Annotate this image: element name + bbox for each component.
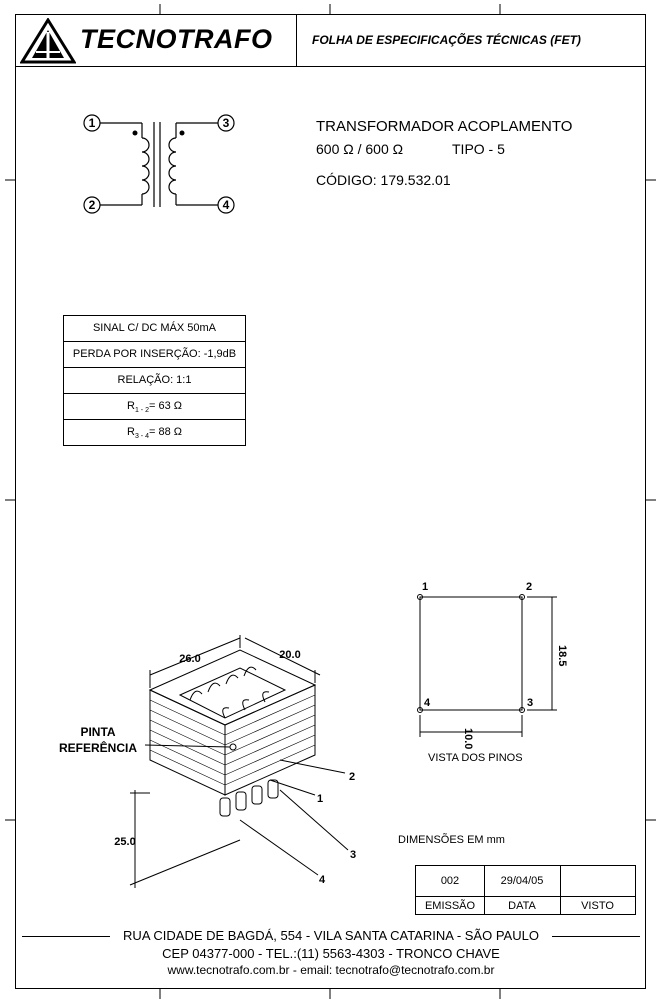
pinview-pin-3: 3: [527, 697, 533, 709]
product-code: CÓDIGO: 179.532.01: [316, 172, 451, 188]
date-value: 29/04/05: [500, 875, 544, 887]
schematic-pin-4: 4: [223, 198, 230, 212]
drawing-pin-1: 1: [317, 793, 323, 805]
r34-sub: 3 - 4: [134, 433, 149, 441]
date-label: DATA: [508, 900, 536, 912]
product-impedance: 600 Ω / 600 Ω: [316, 141, 404, 157]
spec-insertion-loss: PERDA POR INSERÇÃO: -1,9dB: [64, 342, 245, 368]
spec-r12: R1 - 2= 63 Ω: [64, 394, 245, 420]
schematic-pin-2: 2: [89, 198, 96, 212]
pinview-pin-4: 4: [424, 697, 431, 709]
spec-ratio: RELAÇÃO: 1:1: [64, 368, 245, 394]
emission-label: EMISSÃO: [424, 900, 476, 912]
pinview-caption: VISTA DOS PINOS: [428, 752, 523, 764]
header-divider: [15, 66, 646, 67]
product-name: TRANSFORMADOR ACOPLAMENTO: [316, 118, 573, 135]
transformer-schematic: 1 2 3 4: [83, 114, 235, 214]
r34-prefix: R: [127, 426, 135, 438]
schematic-pin-3: 3: [223, 116, 230, 130]
drawing-pin-3: 3: [350, 849, 356, 861]
r12-prefix: R: [127, 400, 135, 412]
footer-web: www.tecnotrafo.com.br - email: tecnotraf…: [167, 963, 495, 977]
header-vertical-divider: [296, 14, 297, 66]
spec-signal: SINAL C/ DC MÁX 50mA: [64, 316, 245, 342]
emission-value: 002: [440, 875, 460, 887]
pinview-dim-horizontal: 10.0: [462, 728, 474, 749]
pin-view: 1 2 3 4 18.5 10.0: [417, 581, 568, 749]
isometric-drawing: 26.0 20.0 25.0 PINTA REFERÊNCIA 1 2 3 4: [59, 635, 356, 888]
sheet-border: [15, 14, 646, 989]
footer-contact: CEP 04377-000 - TEL.:(11) 5563-4303 - TR…: [162, 946, 500, 961]
drawing-pin-4: 4: [319, 874, 326, 886]
sheet-title: FOLHA DE ESPECIFICAÇÕES TÉCNICAS (FET): [312, 33, 581, 47]
specs-table: SINAL C/ DC MÁX 50mA PERDA POR INSERÇÃO:…: [63, 315, 246, 446]
ref-label-1: PINTA: [80, 725, 115, 739]
ref-label-2: REFERÊNCIA: [59, 740, 137, 755]
dimensions-note: DIMENSÕES EM mm: [398, 834, 505, 846]
schematic-pin-1: 1: [89, 116, 96, 130]
pinview-pin-1: 1: [422, 581, 428, 593]
r12-value: = 63 Ω: [148, 400, 182, 412]
tecnotrafo-logo-icon: [20, 18, 76, 64]
revision-table: 002 29/04/05 EMISSÃO DATA VISTO: [415, 865, 636, 915]
footer-rule-right: [552, 936, 640, 937]
r12-sub: 1 - 2: [134, 407, 149, 415]
r34-value: = 88 Ω: [148, 426, 182, 438]
pinview-pin-2: 2: [526, 581, 532, 593]
drawing-pin-2: 2: [349, 771, 355, 783]
dim-height: 25.0: [114, 836, 135, 848]
dim-width: 20.0: [279, 649, 300, 661]
spec-r34: R3 - 4= 88 Ω: [64, 420, 245, 445]
visto-label: VISTO: [581, 900, 614, 912]
footer-rule-left: [22, 936, 110, 937]
dim-length: 26.0: [179, 653, 200, 665]
product-type: TIPO - 5: [452, 141, 505, 157]
footer-address: RUA CIDADE DE BAGDÁ, 554 - VILA SANTA CA…: [123, 928, 539, 943]
pinview-dim-vertical: 18.5: [556, 645, 568, 666]
company-name: TECNOTRAFO: [80, 24, 273, 54]
